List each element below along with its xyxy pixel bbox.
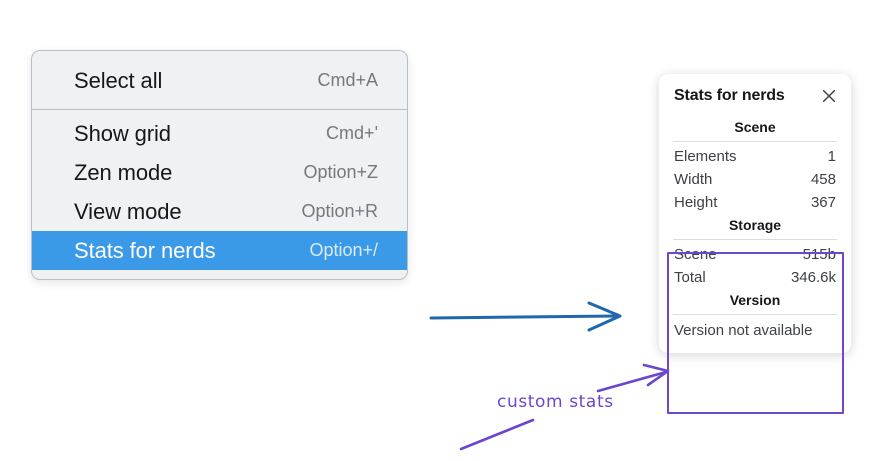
stat-row: Total 346.6k	[659, 266, 851, 289]
menu-separator	[32, 109, 407, 110]
menu-item-stats-for-nerds[interactable]: Stats for nerds Option+/	[32, 231, 407, 270]
menu-item-select-all[interactable]: Select all Cmd+A	[32, 61, 407, 100]
purple-arrow-custom-stats	[596, 363, 670, 393]
menu-item-shortcut: Cmd+'	[326, 123, 378, 143]
stat-key: Scene	[674, 246, 717, 263]
section-divider	[673, 239, 837, 240]
stat-row: Scene 515b	[659, 243, 851, 266]
context-menu[interactable]: Select all Cmd+A Show grid Cmd+' Zen mod…	[31, 50, 408, 280]
version-not-available-text: Version not available	[674, 322, 813, 339]
close-icon[interactable]	[820, 87, 838, 105]
panel-section-storage: Storage Scene 515b Total 346.6k	[659, 214, 851, 289]
panel-section-scene: Scene Elements 1 Width 458 Height 367	[659, 116, 851, 214]
stat-key: Elements	[674, 148, 737, 165]
stat-row: Height 367	[659, 191, 851, 214]
menu-item-shortcut: Option+/	[309, 240, 378, 260]
menu-group-2: Show grid Cmd+' Zen mode Option+Z View m…	[32, 110, 407, 279]
menu-item-label: Show grid	[74, 120, 171, 146]
menu-item-zen-mode[interactable]: Zen mode Option+Z	[32, 153, 407, 192]
stat-value: 515b	[802, 246, 836, 263]
stat-key: Height	[674, 194, 718, 211]
menu-item-shortcut: Cmd+A	[317, 70, 378, 90]
menu-item-shortcut: Option+Z	[303, 162, 378, 182]
panel-section-version: Version Version not available	[659, 289, 851, 340]
section-heading: Scene	[734, 119, 776, 135]
section-divider	[673, 141, 837, 142]
stat-key: Width	[674, 171, 713, 188]
menu-group-1: Select all Cmd+A	[32, 51, 407, 109]
menu-item-label: Stats for nerds	[74, 237, 216, 263]
menu-item-label: Zen mode	[74, 159, 173, 185]
section-heading: Storage	[728, 217, 782, 233]
stat-value: 458	[810, 171, 836, 188]
custom-stats-annotation-label: custom stats	[497, 392, 614, 412]
purple-underline-stroke	[459, 418, 535, 451]
panel-header: Stats for nerds	[659, 87, 851, 105]
stat-row: Width 458	[659, 168, 851, 191]
stat-row: Elements 1	[659, 145, 851, 168]
section-heading: Version	[729, 292, 781, 308]
section-divider	[673, 314, 837, 315]
blue-arrow-menu-to-panel	[429, 301, 622, 332]
menu-item-label: Select all	[74, 67, 163, 93]
stat-value: 367	[810, 194, 836, 211]
stat-value: 346.6k	[790, 269, 836, 286]
stat-value: 1	[827, 148, 836, 165]
menu-item-shortcut: Option+R	[301, 201, 378, 221]
menu-item-show-grid[interactable]: Show grid Cmd+'	[32, 114, 407, 153]
stats-for-nerds-panel: Stats for nerds Scene Elements 1 Width 4…	[659, 74, 851, 353]
menu-item-view-mode[interactable]: View mode Option+R	[32, 192, 407, 231]
stat-key: Total	[674, 269, 706, 286]
menu-item-label: View mode	[74, 198, 182, 224]
panel-title: Stats for nerds	[674, 87, 785, 104]
